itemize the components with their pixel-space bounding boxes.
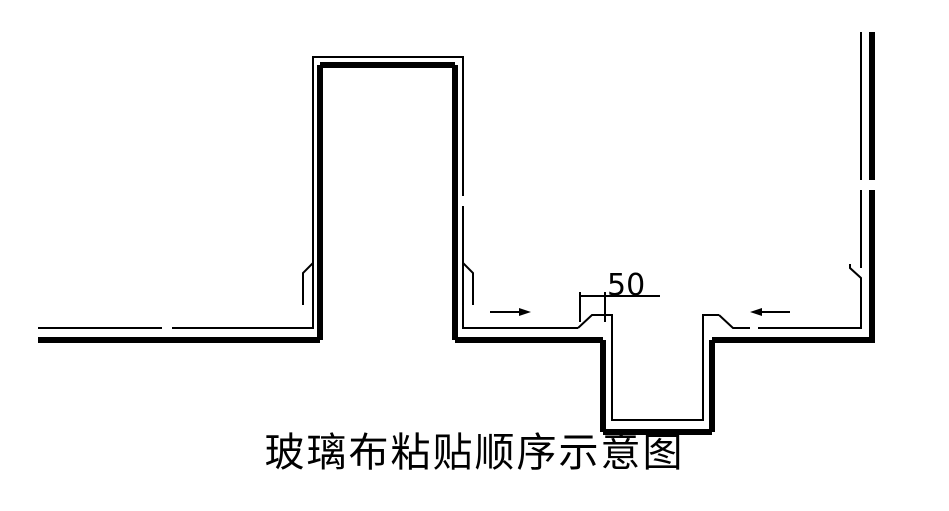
thin-base-piece-right-b <box>758 282 862 329</box>
figure-caption: 玻璃布粘贴顺序示意图 <box>264 430 685 476</box>
thin-inner-layer <box>38 32 862 421</box>
arrow-right-head <box>519 308 531 316</box>
thin-upstand-wrap <box>312 56 464 206</box>
arrow-left-head <box>750 308 762 316</box>
upstand-lap-joints <box>302 259 474 305</box>
lap-joint-base-right <box>718 314 748 329</box>
lap-joint-upstand-left <box>302 259 314 305</box>
dimension-callout-50 <box>579 292 660 322</box>
thin-upstand-right-lower <box>462 206 578 329</box>
thin-recess-wrap <box>603 314 719 421</box>
thin-base-piece-2 <box>172 196 314 329</box>
dimension-value-50: 50 <box>607 268 646 303</box>
lap-joint-upstand-right <box>462 259 474 305</box>
lap-joint-right-wall <box>849 264 862 282</box>
lap-joint-base-left <box>577 314 603 329</box>
thick-outer-layer <box>38 32 875 435</box>
direction-arrows <box>490 308 790 316</box>
